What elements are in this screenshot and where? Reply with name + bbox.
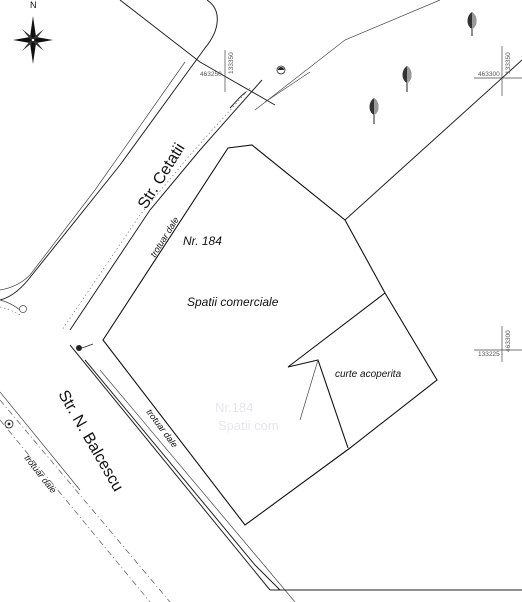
hydrant-icon	[276, 65, 286, 75]
ghost-text: Nr.184	[215, 400, 253, 415]
tree-icon	[467, 12, 477, 36]
street-label-balcescu: Str. N. Balcescu	[55, 388, 127, 495]
parcel-outline	[102, 144, 438, 526]
compass-north-label: N	[30, 0, 37, 10]
coord-label: 133350	[228, 52, 235, 74]
pole-icon	[76, 343, 94, 351]
tree-icon	[369, 98, 379, 124]
coord-label: 463250	[200, 71, 222, 78]
coord-label: 463300	[505, 330, 512, 352]
tree-icons	[369, 12, 477, 124]
road-edges-lower	[0, 344, 522, 602]
tree-icon	[402, 66, 412, 92]
sidewalk-label: trotuar dale	[148, 215, 181, 259]
street-label-cetatii: Str. Cetatii	[135, 141, 189, 213]
sidewalk-label: trotuar dale	[22, 453, 58, 495]
compass-rose: N	[13, 0, 53, 64]
ghost-text: Spatii com	[218, 418, 279, 433]
utility-markers	[4, 65, 286, 429]
courtyard-label: curte acoperita	[335, 369, 402, 380]
coord-label: 463300	[478, 71, 500, 78]
coordinate-marks: 463250 133350 463300 133350 133225 46330…	[200, 46, 522, 362]
road-edges-upper	[0, 0, 276, 331]
parcel-use: Spatii comerciale	[187, 295, 279, 309]
coord-label: 133350	[505, 52, 512, 74]
faded-labels: Nr.184 Spatii com	[215, 400, 279, 433]
parcel-number: Nr. 184	[183, 234, 222, 248]
coord-label: 133225	[478, 351, 500, 358]
right-boundaries	[254, 0, 522, 221]
manhole-icon	[19, 305, 27, 313]
manhole-icon	[4, 419, 14, 429]
